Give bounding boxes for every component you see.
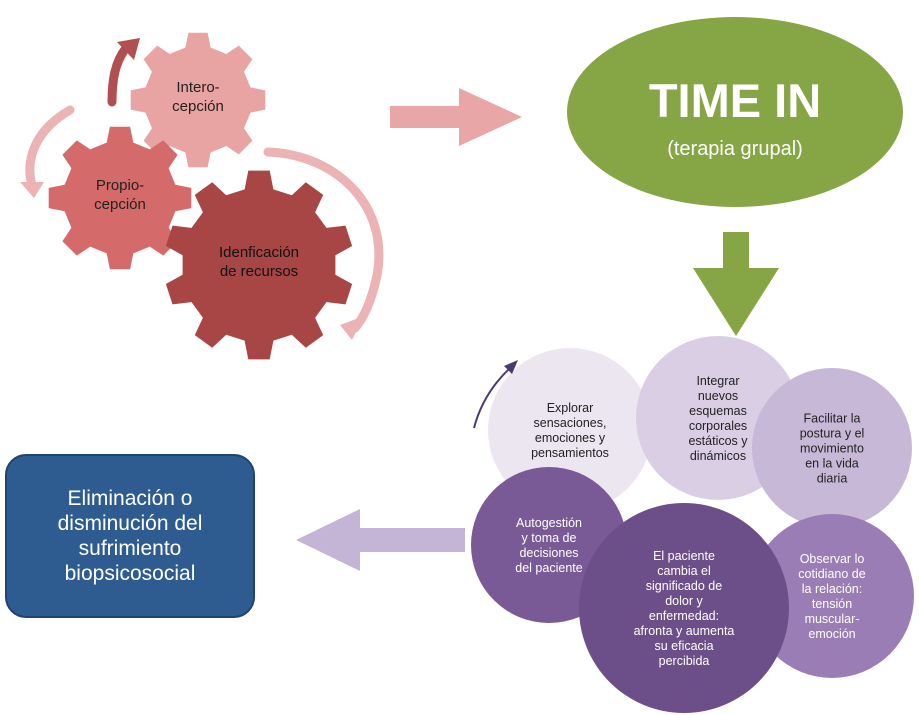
cycle-arrow-top-head — [117, 38, 140, 60]
cycle-arrow-top — [107, 43, 131, 107]
circle-paciente-line: dolor y — [665, 594, 703, 608]
circle-integrar-line: nuevos — [698, 389, 738, 403]
circle-facilitar-line: movimiento — [800, 441, 864, 455]
circle-facilitar-line: Facilitar la — [804, 411, 861, 425]
gear-proprioception — [48, 126, 192, 270]
circle-explorar-line: emociones y — [535, 431, 606, 445]
circle-paciente-line: enfermedad: — [649, 609, 719, 623]
circle-paciente-line: percibida — [659, 654, 710, 668]
gear-resources-label-2: de recursos — [220, 263, 298, 280]
small-cycle-arrow — [473, 367, 511, 429]
circle-paciente — [579, 503, 789, 713]
cycle-arrow-right — [263, 147, 384, 333]
time-in-title: TIME IN — [649, 74, 821, 127]
outcome-box — [5, 454, 255, 618]
circle-observar-line: la relación: — [802, 582, 862, 596]
circle-integrar-line: corporales — [689, 419, 747, 433]
circle-observar-line: emoción — [808, 627, 855, 641]
gear-shape-propio — [48, 126, 192, 270]
circle-observar-line: tensión — [812, 597, 852, 611]
arrow-to-time-in — [390, 88, 522, 146]
circle-paciente-line: El paciente — [653, 549, 715, 563]
cycle-arrow-left — [25, 105, 75, 190]
small-cycle-arrow-head — [504, 360, 518, 374]
time-in-ellipse — [567, 17, 903, 207]
circle-facilitar — [752, 368, 912, 528]
circle-explorar-line: sensaciones, — [534, 416, 607, 430]
gear-interoception-label-1: Intero- — [176, 79, 219, 96]
circle-explorar-line: Explorar — [547, 401, 594, 415]
circle-integrar-line: Integrar — [696, 374, 739, 388]
circle-observar-line: Observar lo — [800, 552, 865, 566]
gear-proprioception-label-2: cepción — [94, 196, 146, 213]
arrow-to-outcome — [296, 509, 465, 571]
cycle-arrow-left-head — [20, 182, 44, 198]
circle-integrar-line: dinámicos — [690, 449, 746, 463]
circle-observar — [750, 514, 914, 678]
circle-paciente-line: afronta y aumenta — [634, 624, 735, 638]
gear-shape-intero — [130, 32, 266, 168]
gear-resource-identification — [165, 170, 353, 360]
circle-explorar-line: pensamientos — [531, 446, 609, 460]
arrow-down-green — [693, 232, 779, 336]
gear-proprioception-label-1: Propio- — [96, 177, 144, 194]
circle-paciente-line: cambia el — [657, 564, 711, 578]
circle-autogestion-line: del paciente — [515, 561, 582, 575]
gear-shape-recursos — [165, 170, 353, 360]
circle-observar-line: cotidiano de — [798, 567, 865, 581]
circle-facilitar-line: postura y el — [800, 426, 865, 440]
cycle-arrow-right-head — [340, 316, 364, 340]
circle-paciente-line: significado de — [646, 579, 722, 593]
circle-autogestion-line: y toma de — [522, 531, 577, 545]
circle-autogestion-line: decisiones — [519, 546, 578, 560]
circle-facilitar-line: diaria — [817, 471, 848, 485]
circle-autogestion-line: Autogestión — [516, 516, 582, 530]
circle-integrar-line: esquemas — [689, 404, 747, 418]
time-in-subtitle: (terapia grupal) — [667, 138, 803, 160]
circle-observar-line: muscular- — [805, 612, 860, 626]
circle-facilitar-line: en la vida — [805, 456, 859, 470]
gear-interoception — [130, 32, 266, 168]
gear-resources-label-1: Idenficación — [219, 244, 299, 261]
circle-paciente-line: su eficacia — [654, 639, 713, 653]
circle-integrar-line: estáticos y — [688, 434, 748, 448]
gear-interoception-label-2: cepción — [172, 98, 224, 115]
